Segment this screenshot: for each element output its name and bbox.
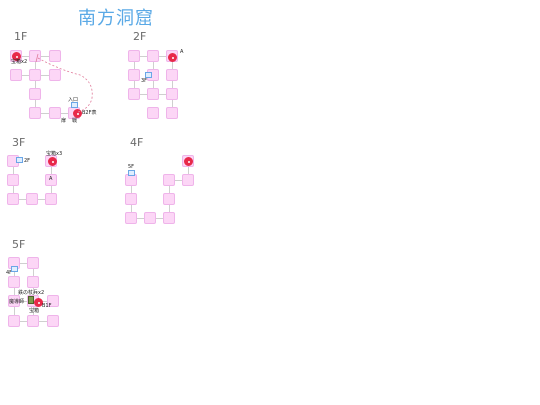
room	[49, 107, 61, 119]
connector	[14, 263, 15, 321]
floor-label-3f: 3F	[12, 136, 26, 149]
room	[47, 295, 59, 307]
room	[182, 174, 194, 186]
room	[29, 69, 41, 81]
room	[8, 276, 20, 288]
label-entrance: 入口	[68, 97, 79, 103]
room	[147, 88, 159, 100]
label-exit: 戦	[72, 118, 78, 124]
label-next: B2F表	[82, 110, 97, 116]
room	[7, 174, 19, 186]
floor-label-5f: 5F	[12, 238, 26, 251]
room	[147, 50, 159, 62]
stairs-icon[interactable]	[71, 102, 78, 108]
room	[163, 193, 175, 205]
label-treasure: 鉄の杖兵x2	[18, 290, 45, 296]
room	[163, 174, 175, 186]
room	[144, 212, 156, 224]
label-up: 4F	[6, 270, 13, 276]
treasure-marker-icon[interactable]	[73, 109, 82, 118]
room	[147, 107, 159, 119]
label-stairs: B1F	[42, 303, 52, 309]
label-boss: 宝箱	[29, 308, 40, 314]
room	[26, 193, 38, 205]
connector	[169, 180, 188, 181]
map-title: 南方洞窟	[78, 8, 154, 29]
room	[128, 88, 140, 100]
room	[166, 107, 178, 119]
room	[27, 315, 39, 327]
treasure-marker-icon[interactable]	[12, 52, 21, 61]
room	[49, 69, 61, 81]
label-a: A	[180, 49, 184, 55]
room	[45, 174, 57, 186]
room	[29, 50, 41, 62]
room	[166, 69, 178, 81]
stairs-icon[interactable]	[128, 170, 135, 176]
room	[49, 50, 61, 62]
room	[29, 107, 41, 119]
room	[125, 212, 137, 224]
room	[163, 212, 175, 224]
room	[8, 315, 20, 327]
room	[128, 69, 140, 81]
connector	[33, 263, 34, 321]
treasure-marker-icon[interactable]	[184, 157, 193, 166]
label-treasure: 宝箱x3	[46, 151, 63, 157]
hero-icon[interactable]	[28, 296, 34, 304]
room	[27, 276, 39, 288]
treasure-marker-icon[interactable]	[48, 157, 57, 166]
label-down: 5F	[128, 164, 135, 170]
label-treasure: 宝箱x2	[11, 59, 28, 65]
floor-label-2f: 2F	[133, 30, 147, 43]
treasure-marker-icon[interactable]	[34, 298, 43, 307]
connector	[188, 161, 189, 180]
room	[10, 69, 22, 81]
room	[47, 315, 59, 327]
room	[7, 193, 19, 205]
floor-label-4f: 4F	[130, 136, 144, 149]
room	[125, 193, 137, 205]
room	[45, 193, 57, 205]
room	[29, 88, 41, 100]
connector	[14, 263, 34, 264]
room	[27, 257, 39, 269]
floor-label-1f: 1F	[14, 30, 28, 43]
room	[166, 88, 178, 100]
room	[128, 50, 140, 62]
room	[8, 295, 20, 307]
label-npc: 魔導師	[9, 299, 25, 305]
label-door: 扉	[61, 118, 67, 124]
stairs-icon[interactable]	[16, 157, 23, 163]
label-a: A	[49, 176, 53, 182]
stairs-icon[interactable]	[11, 266, 18, 272]
label-up: 2F	[24, 158, 31, 164]
route-path	[35, 53, 93, 113]
label-up: 3F	[141, 78, 148, 84]
treasure-marker-icon[interactable]	[168, 53, 177, 62]
stairs-icon[interactable]	[145, 72, 152, 78]
